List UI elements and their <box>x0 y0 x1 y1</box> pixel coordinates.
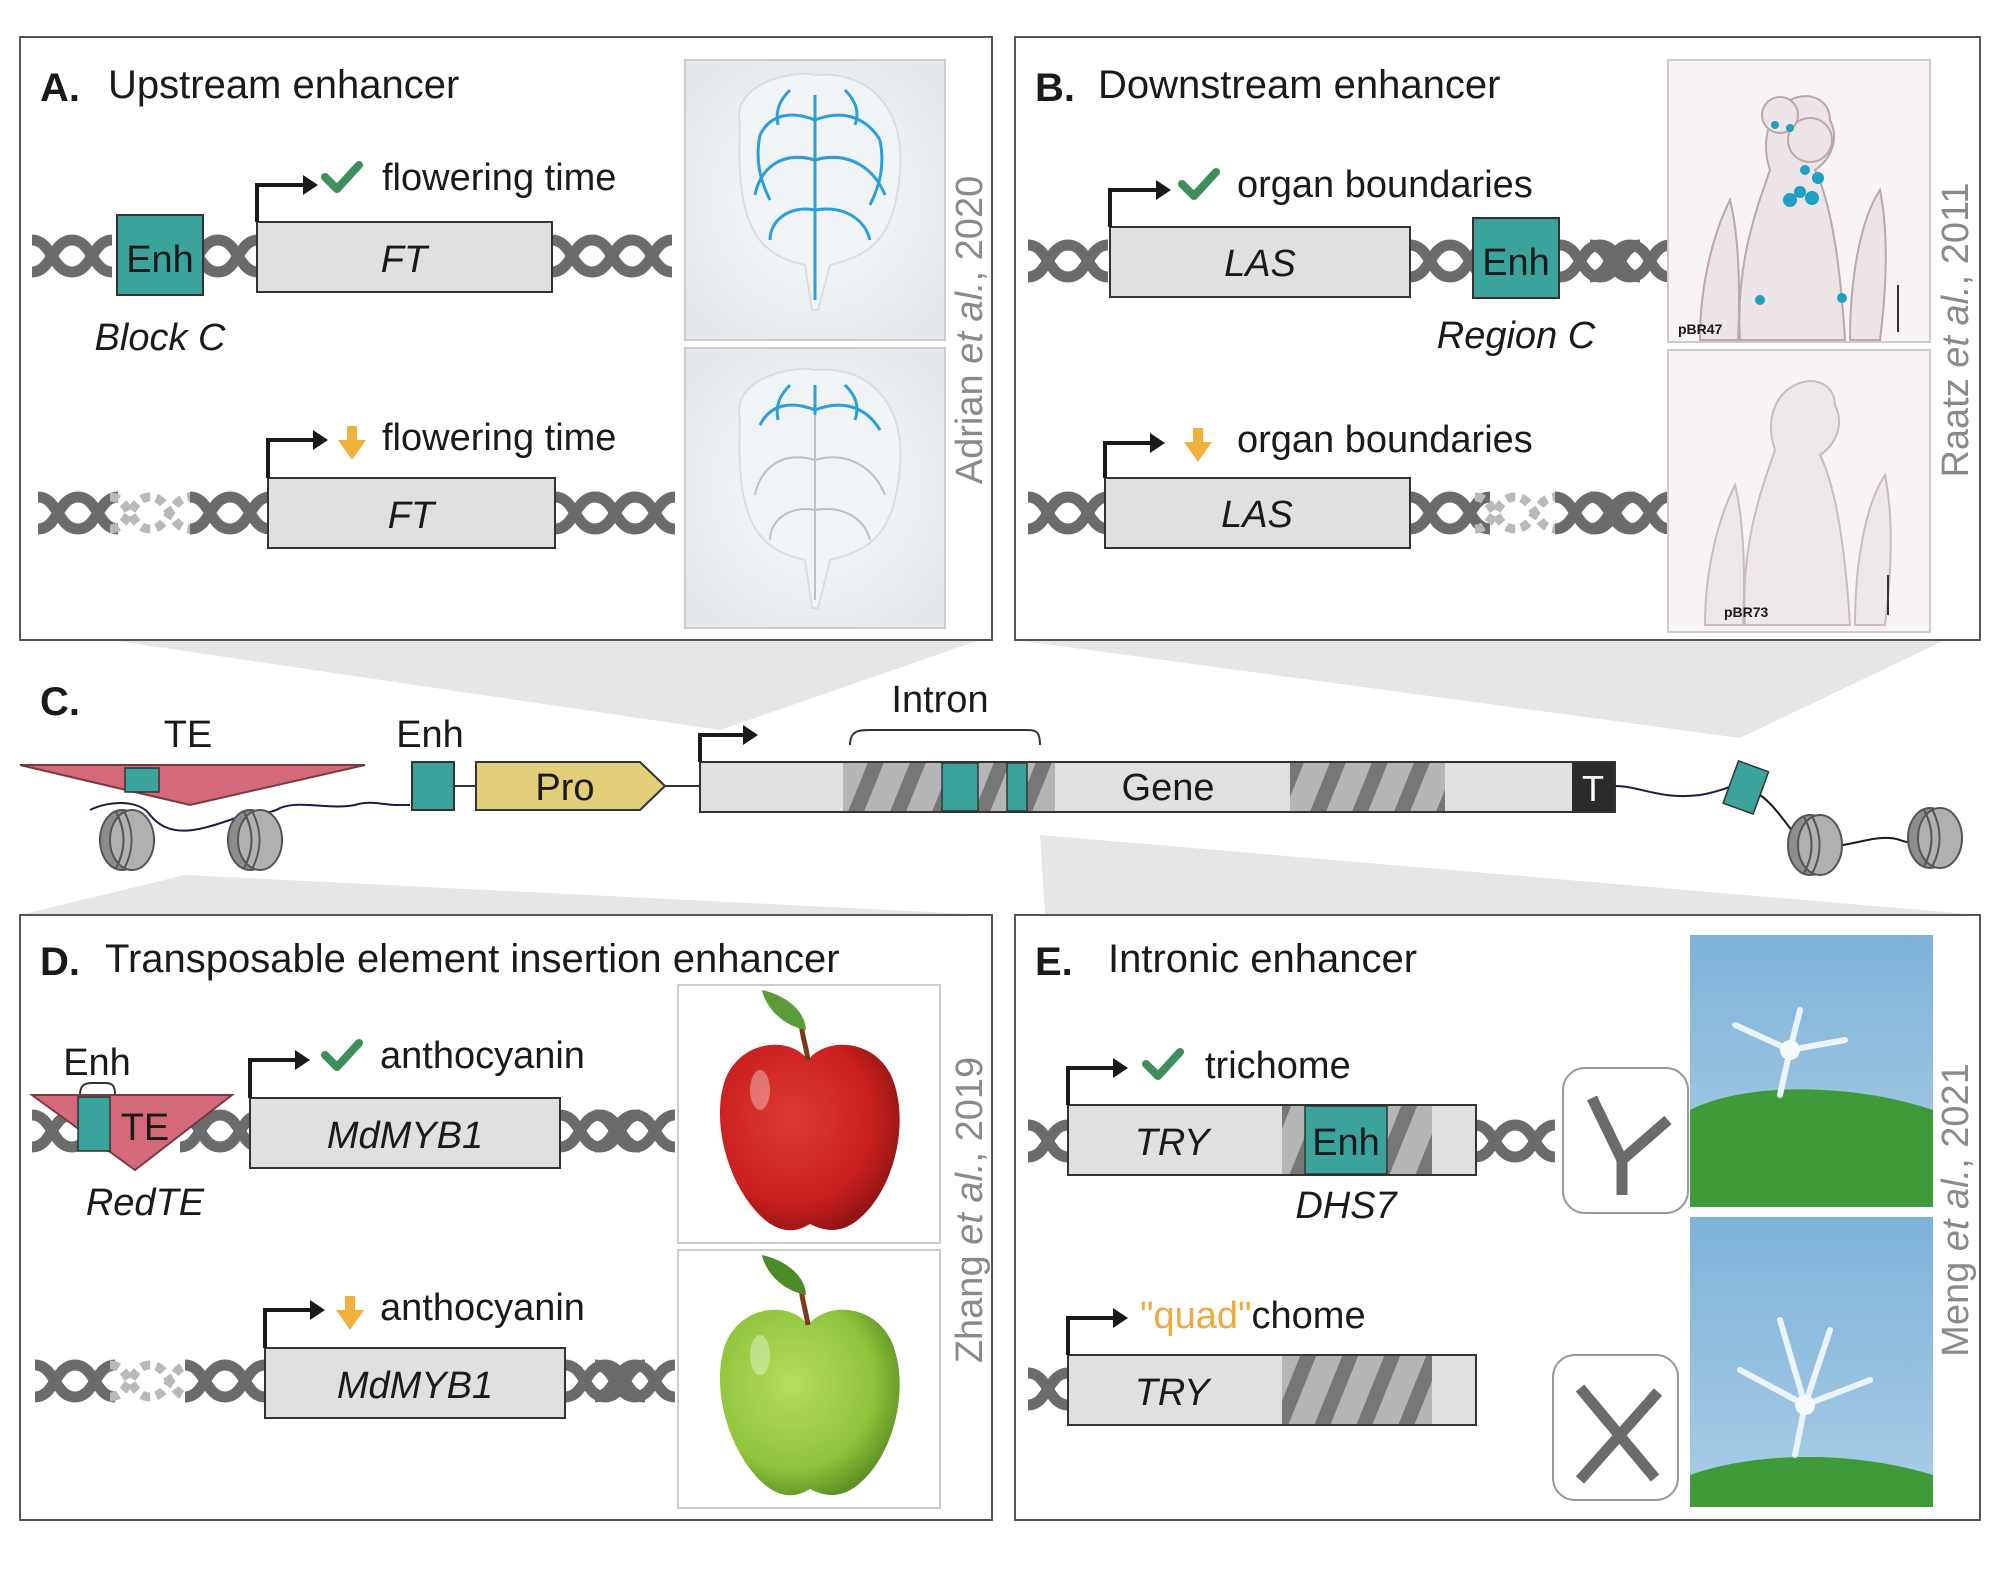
intron-label: Intron <box>891 679 988 721</box>
te-enhancer-c <box>124 767 160 793</box>
nucleosome-icon <box>1787 807 1963 876</box>
enhancer-box <box>1472 217 1560 299</box>
tss-arrow-icon <box>698 725 758 762</box>
zoom-wedge-a <box>110 640 980 730</box>
redte-label: RedTE <box>86 1182 205 1224</box>
enhancer-label-b: Enh <box>1482 242 1550 284</box>
te-enhancer-d <box>77 1096 111 1152</box>
intronic-enhancer-c <box>941 762 979 812</box>
promoter-box <box>475 761 667 811</box>
apple-icon <box>677 1249 941 1509</box>
intronic-enhancer-e <box>1304 1105 1388 1175</box>
gene-box-las-deleted <box>1104 477 1411 549</box>
trichome-photo-mutant <box>1690 1217 1933 1507</box>
panel-c: C. TE Enh Pro T Gene <box>19 679 1963 876</box>
gene-label-ft: FT <box>381 239 430 281</box>
enh-label-c: Enh <box>396 714 464 756</box>
panel-e-letter: E. <box>1035 940 1073 984</box>
gene-body: T <box>699 761 1616 813</box>
gene-box-ft-deleted <box>267 477 556 549</box>
te-label-d: TE <box>121 1107 170 1149</box>
enhancer-label: Enh <box>126 239 194 281</box>
tss-arrow-icon <box>1108 180 1171 227</box>
gene-box-mdmyb1 <box>249 1097 561 1169</box>
tss-arrow-icon <box>248 1050 310 1098</box>
panel-d: D. Transposable element insertion enhanc… <box>19 914 993 1521</box>
gene-label-c: Gene <box>1122 767 1215 809</box>
citation-e: Meng et al., 2021 <box>1935 1063 1977 1357</box>
citation-b: Raatz et al., 2011 <box>1935 182 1977 477</box>
panel-b-title: Downstream enhancer <box>1098 63 1500 107</box>
nucleosome-icon <box>99 809 283 871</box>
zoom-wedge-d <box>20 875 990 915</box>
phenotype-up-e: trichome <box>1205 1045 1351 1087</box>
phenotype-up-d: anthocyanin <box>380 1035 585 1077</box>
citation-a: Adrian et al., 2020 <box>949 176 991 484</box>
panel-a-title: Upstream enhancer <box>108 63 459 107</box>
gene-label-try-2: TRY <box>1135 1372 1212 1414</box>
promoter-label: Pro <box>535 767 594 809</box>
gene-box-try-deleted <box>1067 1354 1477 1426</box>
histology-image-mutant: pBR73 <box>1667 349 1931 633</box>
leaf-image-wildtype <box>684 59 946 341</box>
image-label-pbr73: pBR73 <box>1724 604 1769 620</box>
citation-d: Zhang et al., 2019 <box>949 1057 991 1363</box>
enhancer-box-c <box>411 761 455 811</box>
phenotype-up-b: organ boundaries <box>1237 164 1533 206</box>
downstream-enhancer-c <box>1722 759 1770 816</box>
panel-a-letter: A. <box>40 66 80 110</box>
panel-b-letter: B. <box>1035 66 1075 110</box>
enhancer-box <box>116 214 204 296</box>
tss-arrow-icon <box>263 1300 325 1348</box>
te-label-c: TE <box>164 714 213 756</box>
gene-label-las-2: LAS <box>1221 494 1293 536</box>
zoom-wedge-e <box>1040 835 1980 915</box>
leaf-image-mutant <box>684 347 946 629</box>
dhs7-label: DHS7 <box>1295 1185 1398 1227</box>
gene-label-ft-2: FT <box>388 495 437 537</box>
trichome-icon <box>1562 1067 1689 1214</box>
gene-label-mdmyb1-2: MdMYB1 <box>337 1365 493 1407</box>
intron-bracket <box>849 729 1041 746</box>
gene-label-las: LAS <box>1224 243 1296 285</box>
gene-box-las <box>1109 226 1411 298</box>
gene-box-try <box>1067 1104 1477 1176</box>
gene-label-try: TRY <box>1135 1122 1212 1164</box>
panel-c-letter: C. <box>40 680 80 724</box>
panel-a: A. Upstream enhancer Enh Block C FT flow… <box>19 36 993 641</box>
tss-arrow-icon <box>1066 1308 1128 1355</box>
panel-e: E. Intronic enhancer TRY Enh DHS7 tricho… <box>1014 914 1981 1521</box>
tss-arrow-icon <box>266 430 328 478</box>
zoom-wedge-b <box>1015 640 1945 738</box>
enh-label-d: Enh <box>63 1042 131 1084</box>
trichome-icon <box>1552 1354 1679 1501</box>
tss-arrow-icon <box>1066 1058 1128 1105</box>
phenotype-down-a: flowering time <box>382 417 616 459</box>
phenotype-down-d: anthocyanin <box>380 1287 585 1329</box>
gene-label-mdmyb1: MdMYB1 <box>327 1115 483 1157</box>
tss-arrow-icon <box>1103 433 1165 478</box>
image-label-pbr47: pBR47 <box>1678 321 1723 337</box>
panel-b: B. Downstream enhancer LAS Enh Region C … <box>1014 36 1981 641</box>
panel-d-title: Transposable element insertion enhancer <box>105 937 840 981</box>
tss-arrow-icon <box>255 175 318 222</box>
gene-box-mdmyb1-deleted <box>264 1347 566 1419</box>
gene-box-ft <box>256 221 553 293</box>
trichome-photo-wildtype <box>1690 935 1933 1207</box>
phenotype-down-e: "quad"chome <box>1140 1295 1366 1337</box>
panel-d-letter: D. <box>40 940 80 984</box>
phenotype-down-b: organ boundaries <box>1237 419 1533 461</box>
histology-image-wildtype: pBR47 <box>1667 59 1931 343</box>
terminator-label: T <box>1582 768 1604 809</box>
terminator-box <box>1572 763 1614 811</box>
phenotype-up-a: flowering time <box>382 157 616 199</box>
enhancer-label-e: Enh <box>1312 1122 1380 1164</box>
region-c-label: Region C <box>1437 315 1596 357</box>
panel-e-title: Intronic enhancer <box>1108 937 1417 981</box>
te-insertion-c <box>19 764 366 807</box>
apple-icon <box>677 984 941 1244</box>
block-c-label: Block C <box>95 317 226 359</box>
